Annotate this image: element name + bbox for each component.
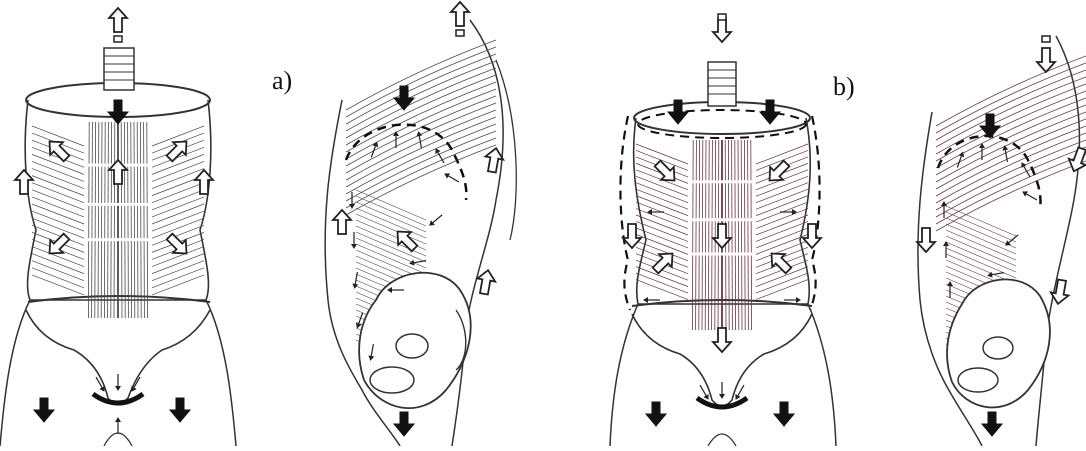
small-arrow-icon xyxy=(349,192,355,209)
hollow-arrow-icon xyxy=(109,8,127,32)
hollow-arrow-icon xyxy=(163,230,193,260)
small-arrow-icon xyxy=(427,213,444,229)
panel-b-side-torso xyxy=(917,36,1086,446)
hollow-arrow-icon xyxy=(713,224,731,248)
hollow-arrow-icon xyxy=(15,170,33,194)
hollow-arrow-icon xyxy=(713,328,731,352)
hollow-arrow-icon xyxy=(451,2,469,26)
small-arrow-icon xyxy=(719,382,725,399)
solid-arrow-icon xyxy=(170,398,190,422)
small-arrow-icon xyxy=(443,171,461,185)
panel-a-front-torso xyxy=(0,8,236,446)
small-arrow-icon xyxy=(351,232,357,249)
piston-icon xyxy=(104,48,134,90)
panel-label-a: a) xyxy=(272,66,292,96)
hollow-arrow-icon xyxy=(1065,146,1086,175)
solid-arrow-icon xyxy=(394,412,414,436)
solid-arrow-icon xyxy=(982,412,1002,436)
hollow-arrow-icon xyxy=(43,230,73,260)
panel-label-b: b) xyxy=(833,72,855,102)
small-arrow-icon xyxy=(987,270,1005,279)
hollow-arrow-icon xyxy=(623,224,641,248)
solid-arrow-icon xyxy=(646,402,666,426)
piston-icon xyxy=(708,62,736,106)
hollow-arrow-icon xyxy=(713,18,731,42)
hollow-arrow-icon xyxy=(763,157,793,187)
panel-a-side-torso xyxy=(325,2,516,446)
rectus-abdominis-muscle xyxy=(88,122,148,318)
small-arrow-icon xyxy=(941,201,947,218)
hollow-arrow-icon xyxy=(917,228,935,252)
small-arrow-icon xyxy=(115,417,121,434)
solid-arrow-icon xyxy=(774,402,794,426)
small-arrow-icon xyxy=(409,258,427,267)
hollow-arrow-icon xyxy=(483,147,505,174)
small-arrow-icon xyxy=(115,374,121,391)
panel-b-front-torso xyxy=(610,14,836,446)
small-arrow-icon xyxy=(947,281,953,298)
hollow-arrow-icon xyxy=(651,157,681,187)
solid-arrow-icon xyxy=(34,398,54,422)
solid-arrow-icon xyxy=(980,114,1000,138)
solid-arrow-icon xyxy=(108,100,128,124)
small-arrow-icon xyxy=(1003,233,1020,249)
hollow-arrow-icon xyxy=(1037,48,1055,72)
small-arrow-icon xyxy=(1021,189,1039,203)
small-arrow-icon xyxy=(943,241,949,258)
